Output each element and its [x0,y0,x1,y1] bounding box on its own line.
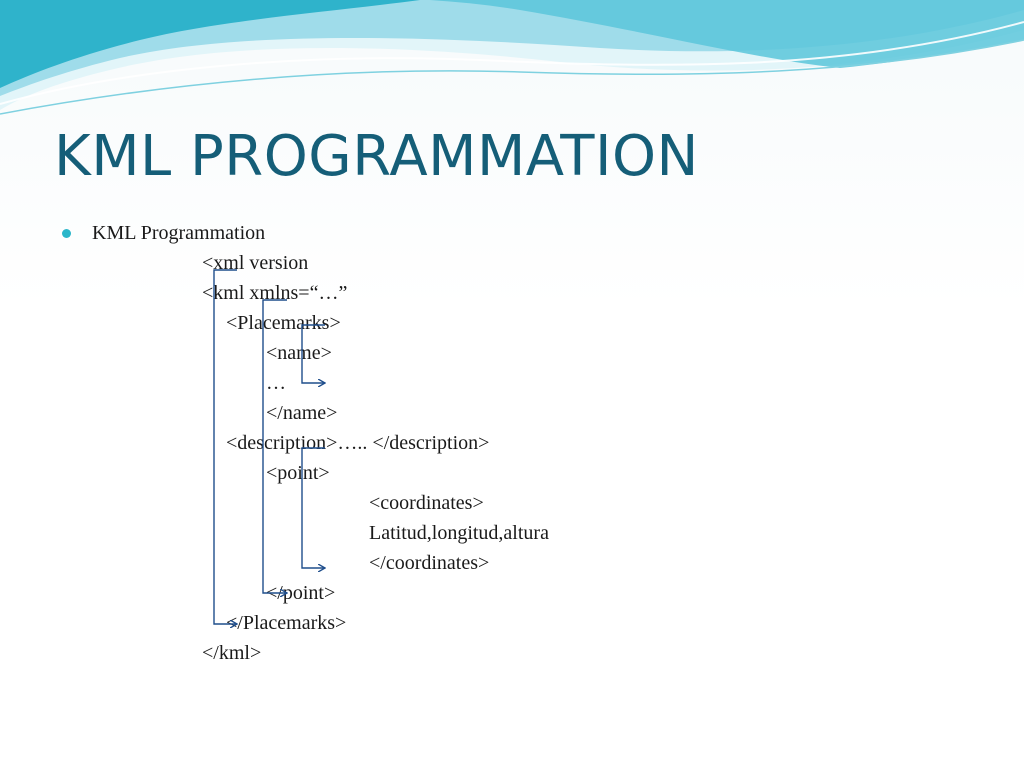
arrow-connector-icon [301,447,325,568]
bullet-text: KML Programmation [92,222,266,244]
arrow-connector-icon [301,324,325,383]
code-line: </coordinates> [369,552,490,574]
round-bullet-dot-icon [62,229,71,238]
code-line: <name> [266,342,332,364]
arrow-connector-icon [262,299,287,593]
header-wave-decoration [0,0,1024,115]
code-line: </Placemarks> [226,612,347,634]
code-line: </kml> [202,642,262,664]
code-line: <Placemarks> [226,312,341,334]
code-line: <coordinates> [369,492,484,514]
code-line: <xml version [202,252,309,274]
slide-title: KML PROGRAMMATION [54,124,699,189]
code-line: <kml xmlns=“…” [202,282,348,304]
code-line: … [266,372,286,394]
code-line: </name> [266,402,338,424]
code-line: <description>….. </description> [226,432,490,454]
code-line: </point> [266,582,336,604]
arrow-connector-icon [213,269,237,624]
code-line: <point> [266,462,330,484]
code-line: Latitud,longitud,altura [369,522,549,544]
